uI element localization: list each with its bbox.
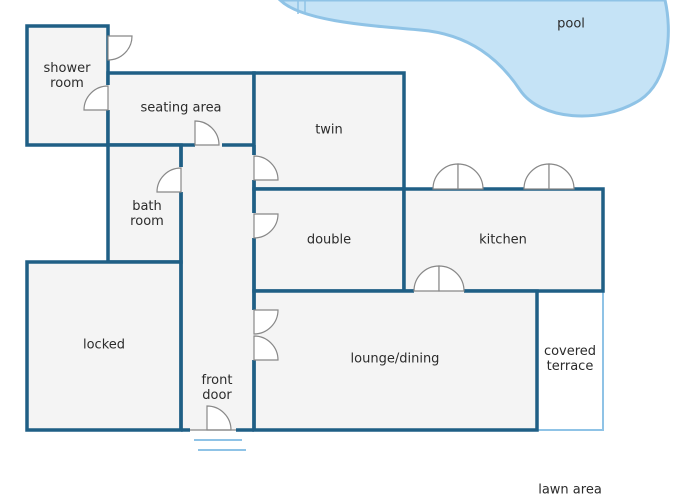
label-front-door: front door [201, 373, 233, 403]
label-lounge-dining: lounge/dining [350, 351, 440, 367]
door-double [253, 213, 279, 239]
door-seating-hall [194, 120, 220, 146]
pool-shape [277, 0, 670, 118]
label-bath-room: bath room [130, 199, 164, 229]
label-seating-area: seating area [140, 100, 222, 116]
door-kitchen-outside-1 [432, 163, 484, 190]
label-double: double [306, 232, 352, 248]
label-locked: locked [82, 337, 126, 353]
door-twin [253, 155, 279, 181]
room-bath [106, 143, 183, 264]
door-bath [156, 167, 182, 193]
room-locked [25, 260, 183, 432]
door-kitchen-lounge [413, 265, 465, 292]
label-covered-terrace: covered terrace [543, 344, 597, 374]
label-shower-room: shower room [43, 61, 91, 91]
room-lounge-dining [252, 289, 539, 432]
door-shower-seating [83, 85, 109, 111]
hallway [181, 145, 254, 430]
door-lounge-hall [253, 309, 279, 361]
room-seating-area [106, 71, 256, 147]
label-lawn-area: lawn area [538, 482, 602, 498]
door-kitchen-outside-2 [523, 163, 575, 190]
room-twin [252, 71, 406, 191]
door-shower [107, 35, 133, 61]
label-kitchen: kitchen [479, 232, 527, 248]
front-door-step [194, 439, 246, 451]
front-door [190, 405, 236, 431]
label-pool: pool [557, 16, 585, 32]
room-double [252, 187, 406, 293]
covered-terrace-area [536, 289, 604, 431]
room-shower [25, 24, 110, 147]
label-twin: twin [315, 122, 343, 138]
